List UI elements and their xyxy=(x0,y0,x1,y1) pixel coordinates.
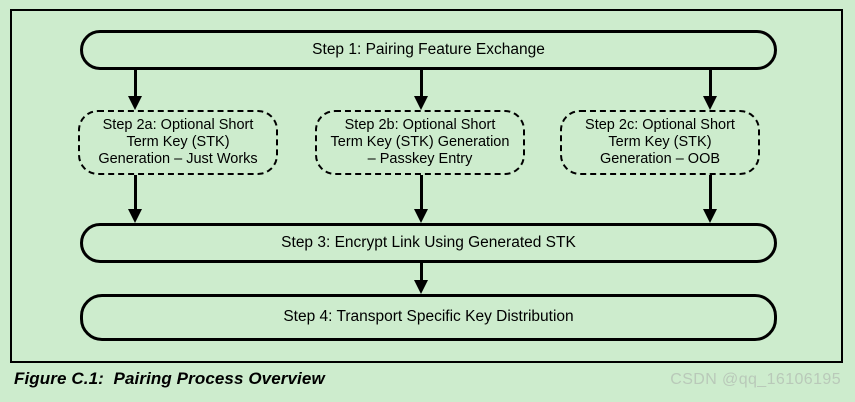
node-step3-label: Step 3: Encrypt Link Using Generated STK xyxy=(281,233,576,251)
node-step2b[interactable]: Step 2b: Optional Short Term Key (STK) G… xyxy=(315,110,525,175)
diagram-frame: Step 1: Pairing Feature Exchange Step 2a… xyxy=(10,9,843,363)
node-step3[interactable]: Step 3: Encrypt Link Using Generated STK xyxy=(80,223,777,263)
watermark-text: CSDN @qq_16106195 xyxy=(670,371,841,388)
arrow-step1-to-step2b xyxy=(414,70,429,110)
node-step2c[interactable]: Step 2c: Optional Short Term Key (STK) G… xyxy=(560,110,760,175)
node-step4-label: Step 4: Transport Specific Key Distribut… xyxy=(283,308,574,326)
arrow-step2c-to-step3 xyxy=(703,175,718,224)
node-step2a[interactable]: Step 2a: Optional Short Term Key (STK) G… xyxy=(78,110,278,175)
node-step2c-label: Step 2c: Optional Short Term Key (STK) G… xyxy=(585,116,735,168)
node-step1-label: Step 1: Pairing Feature Exchange xyxy=(312,40,545,58)
arrow-step2b-to-step3 xyxy=(414,175,429,224)
figure-caption: Figure C.1: Pairing Process Overview xyxy=(14,369,325,388)
node-step2b-label: Step 2b: Optional Short Term Key (STK) G… xyxy=(330,116,510,168)
node-step1[interactable]: Step 1: Pairing Feature Exchange xyxy=(80,30,777,70)
arrow-step1-to-step2c xyxy=(703,70,718,110)
arrow-step3-to-step4 xyxy=(414,263,429,295)
arrow-step1-to-step2a xyxy=(128,70,143,110)
node-step4[interactable]: Step 4: Transport Specific Key Distribut… xyxy=(80,294,777,341)
arrow-step2a-to-step3 xyxy=(128,175,143,224)
node-step2a-label: Step 2a: Optional Short Term Key (STK) G… xyxy=(98,116,258,168)
